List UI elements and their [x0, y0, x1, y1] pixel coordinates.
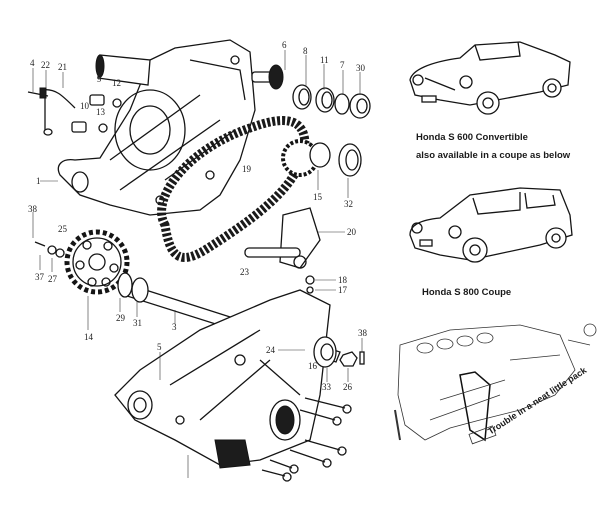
part-number: 25	[58, 224, 68, 234]
part-number: 37	[35, 272, 45, 282]
part-number: 32	[344, 199, 353, 209]
coupe-availability-note: also available in a coupe as below	[416, 150, 571, 161]
part-number: 22	[41, 60, 50, 70]
part-number: 16	[308, 361, 318, 371]
large-sprocket	[34, 229, 130, 295]
part-number: 17	[338, 285, 348, 295]
part-number: 4	[30, 58, 35, 68]
drive-sprocket	[281, 139, 331, 177]
part-number: 29	[116, 313, 126, 323]
part-number: 1	[36, 176, 41, 186]
part-number: 15	[313, 192, 323, 202]
convertible-caption: Honda S 600 Convertible	[416, 132, 528, 143]
part-number: 20	[347, 227, 357, 237]
chain-tensioner	[244, 207, 321, 294]
coupe-caption: Honda S 800 Coupe	[422, 287, 512, 298]
part-number: 9	[97, 74, 102, 84]
part-number: 23	[240, 267, 250, 277]
leader-lines	[32, 50, 363, 478]
part-number: 33	[322, 382, 332, 392]
part-number: 30	[356, 63, 366, 73]
part-number: 27	[48, 274, 58, 284]
part-number: 8	[303, 46, 308, 56]
lower-case-half	[114, 289, 331, 469]
part-number: 13	[96, 107, 106, 117]
part-number: 38	[28, 204, 38, 214]
case-bolts	[261, 397, 352, 482]
part-number-labels: 4 22 21 9 12 10 13 1 6 8 11 7 30 19 15 3…	[28, 40, 368, 392]
convertible-car-illustration	[409, 41, 571, 115]
part-number: 3	[172, 322, 177, 332]
part-number: 7	[340, 60, 345, 70]
shift-lever-parts	[27, 87, 122, 136]
part-number: 38	[358, 328, 368, 338]
part-number: 6	[282, 40, 287, 50]
part-number: 14	[84, 332, 94, 342]
coupe-car-illustration	[409, 187, 573, 263]
upper-case-half	[57, 39, 256, 216]
part-number: 10	[80, 101, 90, 111]
part-number: 18	[338, 275, 348, 285]
bearing-32	[338, 143, 362, 177]
part-number: 24	[266, 345, 276, 355]
part-number: 31	[133, 318, 142, 328]
part-number: 12	[112, 78, 121, 88]
countershaft-parts	[251, 64, 371, 119]
part-number: 26	[343, 382, 353, 392]
part-number: 19	[242, 164, 252, 174]
part-number: 5	[157, 342, 162, 352]
engine-illustration	[394, 323, 597, 445]
drive-chain	[157, 116, 310, 262]
part-number: 11	[320, 55, 329, 65]
part-number: 21	[58, 62, 67, 72]
